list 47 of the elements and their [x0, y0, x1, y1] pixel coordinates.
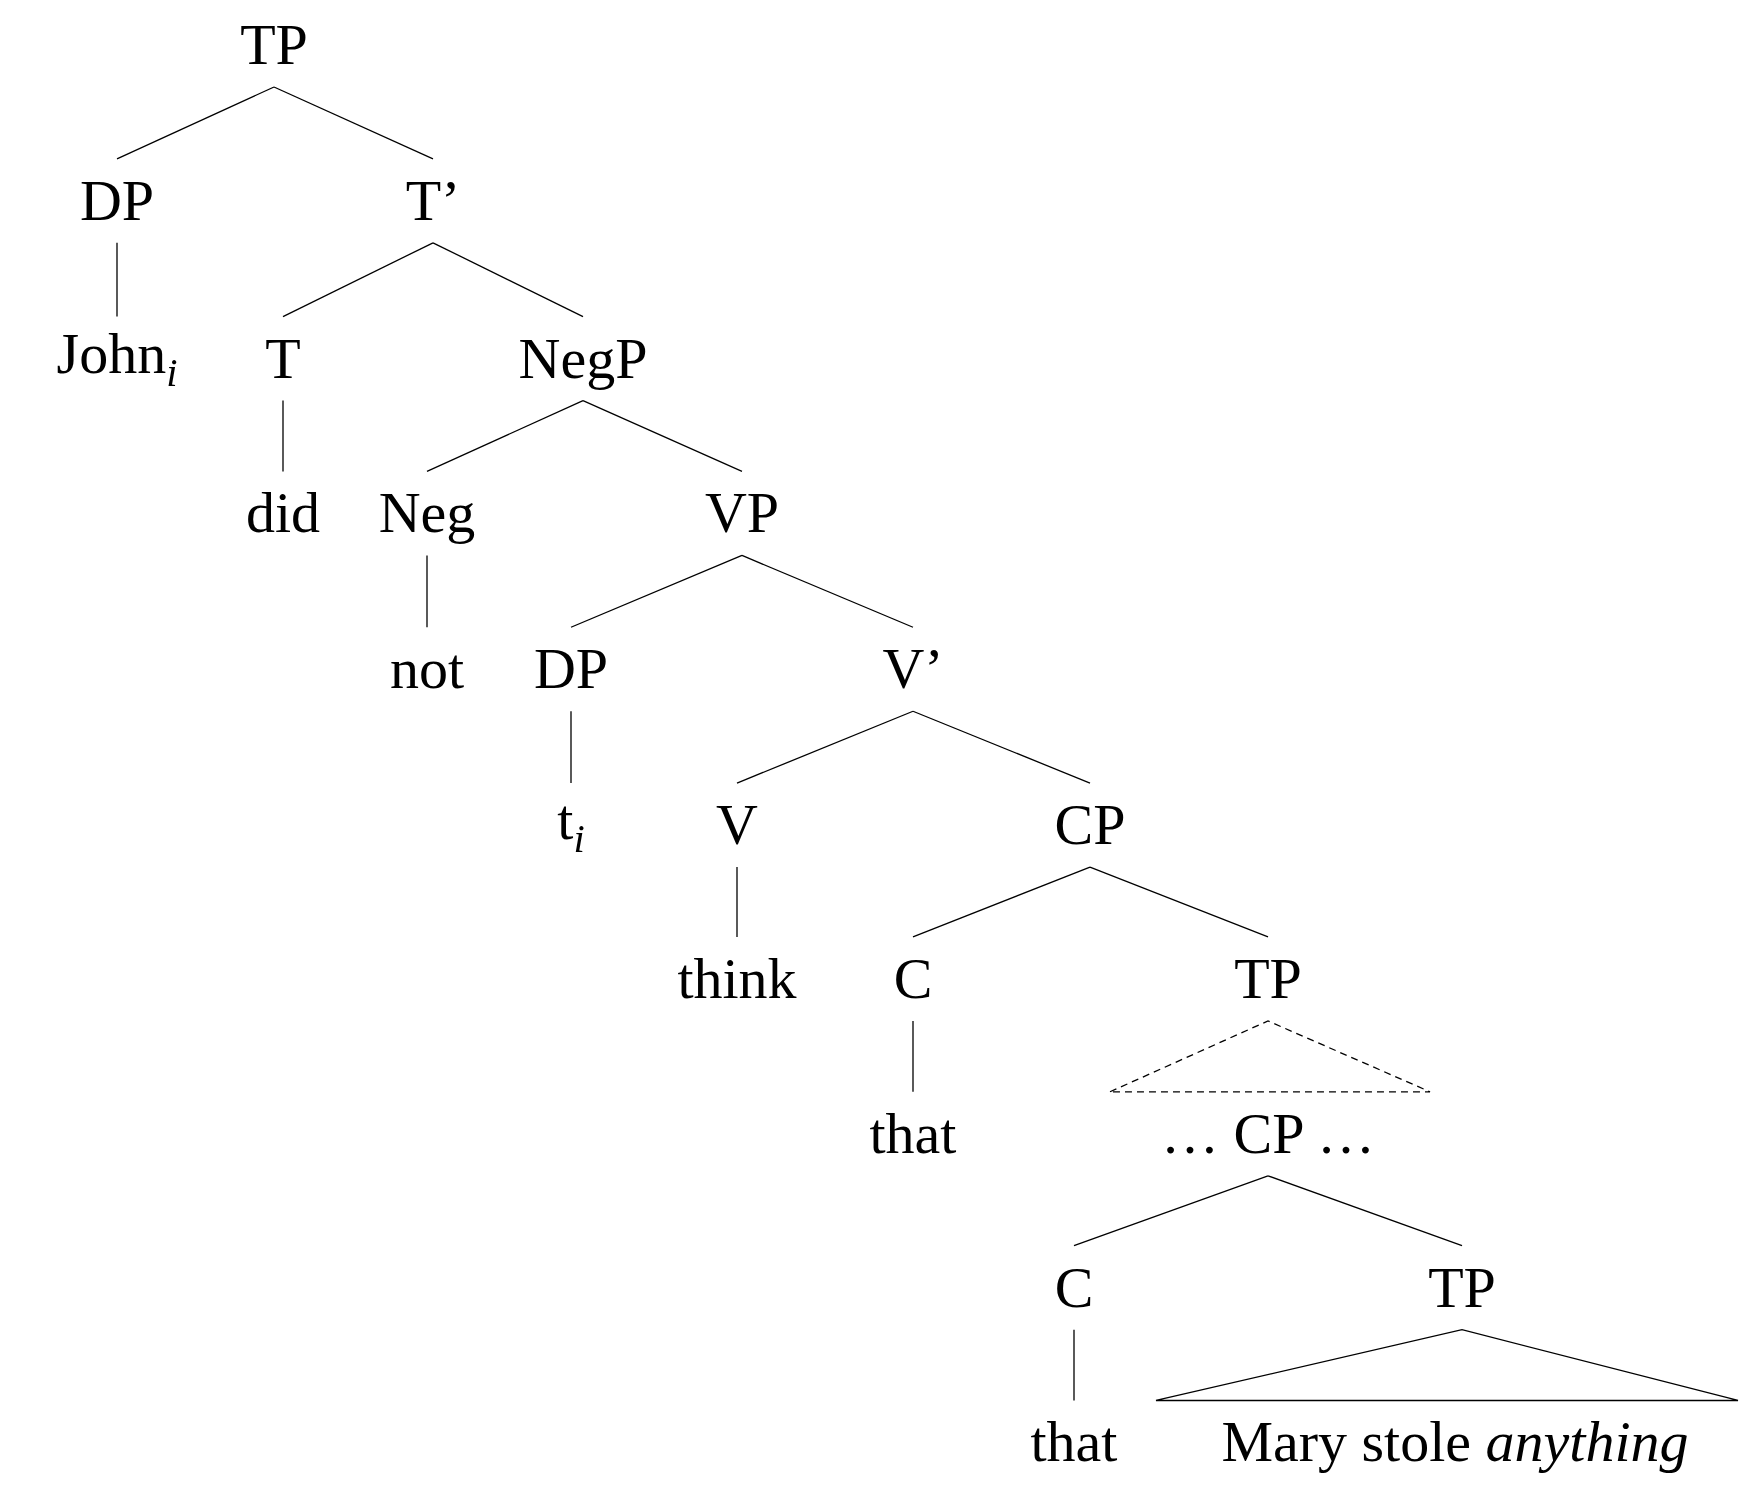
tree-label: t$_{i}$ [557, 787, 585, 864]
tree-label: … CP … [1161, 1095, 1375, 1172]
tree-label: T [265, 320, 301, 397]
tree-label: T’ [405, 162, 461, 239]
tree-label: DP [533, 631, 609, 708]
tree-label: that [1030, 1404, 1118, 1481]
tree-branch [582, 399, 743, 473]
tree-branch [570, 554, 743, 628]
tree-label: TP [1428, 1249, 1496, 1326]
triangle-branch [1155, 1328, 1739, 1402]
tree-label: did [245, 475, 321, 552]
tree-label: V’ [882, 631, 944, 708]
tree-label: TP [1234, 940, 1302, 1017]
tree-label: C [893, 940, 933, 1017]
tree-label: CP [1054, 787, 1126, 864]
tree-label: TP [240, 7, 308, 83]
tree-label: NegP [518, 320, 648, 397]
tree-label: C [1054, 1249, 1094, 1326]
tree-branch [912, 710, 1091, 784]
tree-branch [116, 242, 118, 318]
tree-branch [426, 554, 428, 628]
tree-label: that [869, 1095, 957, 1172]
tree-branch [736, 866, 738, 938]
tree-branch [1073, 1329, 1075, 1402]
tree-label: John$_{i}$ [56, 320, 178, 397]
tree-branch [282, 399, 284, 473]
triangle-branch [1109, 1020, 1431, 1093]
tree-branch [912, 866, 1091, 938]
tree-label: V [716, 787, 758, 864]
tree-label: VP [704, 475, 780, 552]
tree-branch [741, 554, 914, 628]
tree-label: Neg [378, 475, 476, 552]
tree-branch [736, 710, 914, 784]
tree-branch [432, 242, 584, 318]
tree-branch [1073, 1175, 1269, 1247]
tree-branch [570, 710, 572, 784]
tree-branch [912, 1020, 914, 1093]
tree-label: not [389, 631, 465, 708]
tree-branch [1267, 1175, 1463, 1247]
tree-branch [426, 399, 584, 473]
tree-label: DP [79, 162, 155, 239]
tree-branch [273, 86, 434, 160]
tree-branch [282, 242, 434, 318]
tree-label: think [677, 940, 797, 1017]
tree-branch [116, 86, 275, 160]
tree-label: Mary stole anything [1221, 1404, 1689, 1481]
tree-branch [1089, 866, 1269, 938]
